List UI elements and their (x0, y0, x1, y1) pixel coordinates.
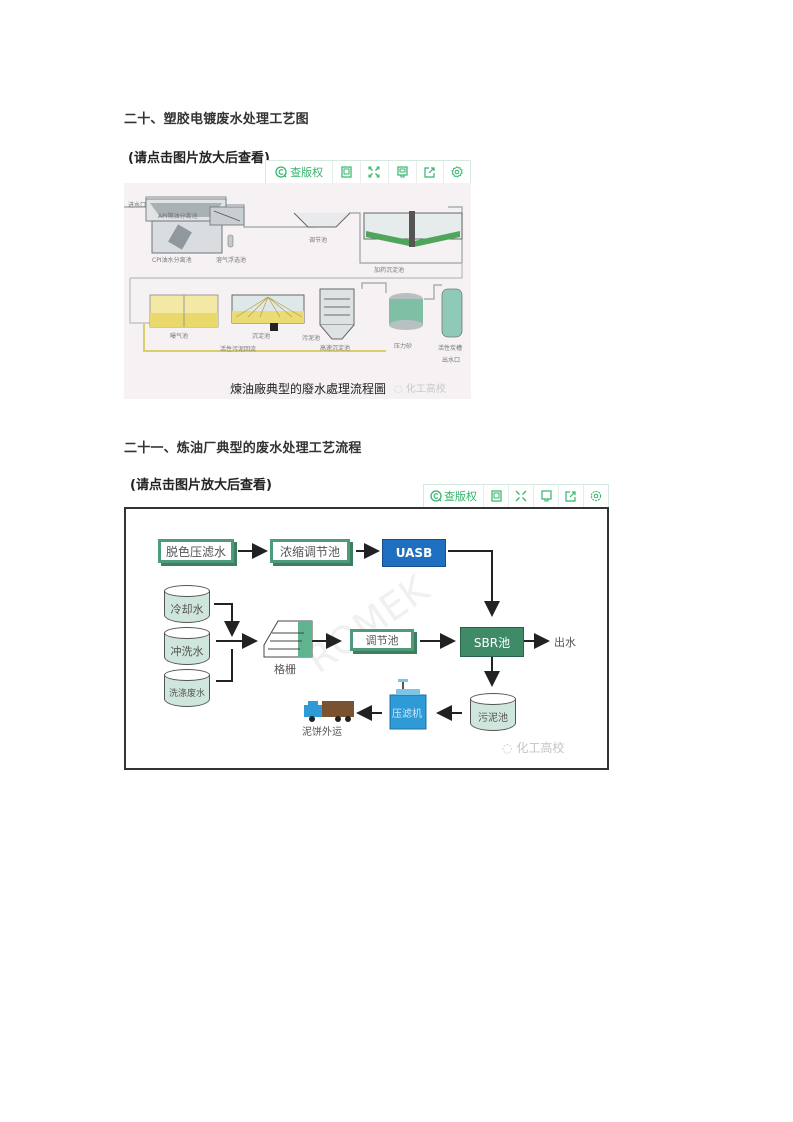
wechat-icon: ◌ (502, 741, 513, 755)
node-decolor-filtrate: 脱色压滤水 (158, 539, 234, 563)
save-button[interactable] (534, 485, 559, 507)
node-flush-water: 冲洗水 (164, 627, 210, 665)
section-heading-1: 二十、塑胶电镀废水处理工艺图 (124, 112, 309, 127)
figure-caption: 煉油廠典型的廢水處理流程圖 (230, 382, 387, 396)
label-fast-settler: 高速沉淀池 (320, 345, 351, 352)
settings-button[interactable] (584, 485, 608, 507)
save-icon (397, 166, 408, 178)
save-icon (540, 490, 552, 502)
process-diagram-drawing (124, 196, 463, 352)
settings-icon (451, 166, 463, 178)
share-icon (565, 491, 576, 502)
node-sbr: SBR池 (460, 627, 524, 657)
label-sludge: 污泥池 (302, 335, 321, 342)
node-effluent: 出水 (554, 636, 576, 649)
click-hint-1: (请点击图片放大后查看) (128, 151, 270, 166)
expand-icon (515, 490, 527, 502)
watermark-text: 化工高校 (516, 741, 565, 755)
check-copyright-button[interactable]: 查版权 (266, 161, 334, 183)
copyright-label: 查版权 (444, 490, 477, 503)
node-cake-removal: 泥饼外运 (302, 727, 342, 738)
node-uasb: UASB (382, 539, 446, 567)
refinery-flow-image[interactable]: ROMEK 脱色压滤水 浓缩调节池 UASB 冷却水 (124, 507, 609, 770)
settings-icon (590, 490, 602, 502)
label-clarifier: 加药沉淀池 (374, 267, 405, 274)
settings-button[interactable] (444, 161, 470, 183)
watermark: ◌ 化工高校 (394, 380, 446, 395)
wash-wastewater-label: 洗涤废水 (164, 675, 210, 707)
node-regulating-tank: 调节池 (350, 629, 414, 651)
page-button[interactable] (484, 485, 509, 507)
label-api: API隔油分离池 (158, 213, 198, 220)
node-screen: 格栅 (274, 663, 296, 676)
expand-button[interactable] (361, 161, 389, 183)
watermark-text: 化工高校 (405, 384, 446, 395)
label-sedimentation: 沉淀池 (252, 333, 271, 340)
section-heading-2: 二十一、炼油厂典型的废水处理工艺流程 (124, 441, 362, 456)
share-button[interactable] (559, 485, 584, 507)
cooling-water-label: 冷却水 (164, 591, 210, 623)
page-icon (490, 490, 502, 502)
check-copyright-button[interactable]: 查版权 (424, 485, 484, 507)
label-cpi: CPI油水分离池 (152, 257, 192, 264)
copyright-icon (275, 166, 287, 178)
watermark: ◌ 化工高校 (502, 739, 564, 756)
label-equalization: 调节池 (309, 237, 328, 244)
share-icon (424, 167, 435, 178)
share-button[interactable] (417, 161, 445, 183)
label-sand-filter: 压力砂 (394, 343, 413, 350)
expand-icon (368, 166, 380, 178)
label-outlet: 出水口 (442, 357, 461, 364)
label-aeration: 曝气池 (170, 333, 189, 340)
refinery-diagram-image[interactable]: 进水口 API隔油分离池 CPI油水分离池 溶气浮选池 调节池 加药沉淀池 曝气… (124, 183, 471, 399)
node-filter-press: 压滤机 (392, 709, 422, 720)
copyright-icon (430, 490, 442, 502)
click-hint-2: (请点击图片放大后查看) (130, 478, 272, 493)
image-toolbar-2: 查版权 (423, 484, 609, 508)
save-button[interactable] (389, 161, 417, 183)
image-toolbar-1: 查版权 (265, 160, 471, 184)
page-button[interactable] (333, 161, 362, 183)
expand-button[interactable] (509, 485, 534, 507)
bg-watermark: ROMEK (298, 566, 437, 682)
node-wash-wastewater: 洗涤废水 (164, 669, 210, 707)
node-sludge-tank: 污泥池 (470, 693, 516, 731)
label-flotation: 溶气浮选池 (216, 257, 247, 264)
wechat-icon: ◌ (394, 384, 403, 395)
label-inlet: 进水口 (128, 202, 147, 209)
flow-arrows: ROMEK (214, 543, 550, 730)
label-return-sludge: 活性污泥回流 (220, 346, 257, 353)
label-carbon: 活性炭槽 (438, 345, 463, 352)
node-cooling-water: 冷却水 (164, 585, 210, 623)
node-concentrate-tank: 浓缩调节池 (270, 539, 350, 563)
page-icon (341, 166, 352, 178)
copyright-label: 查版权 (290, 166, 324, 179)
